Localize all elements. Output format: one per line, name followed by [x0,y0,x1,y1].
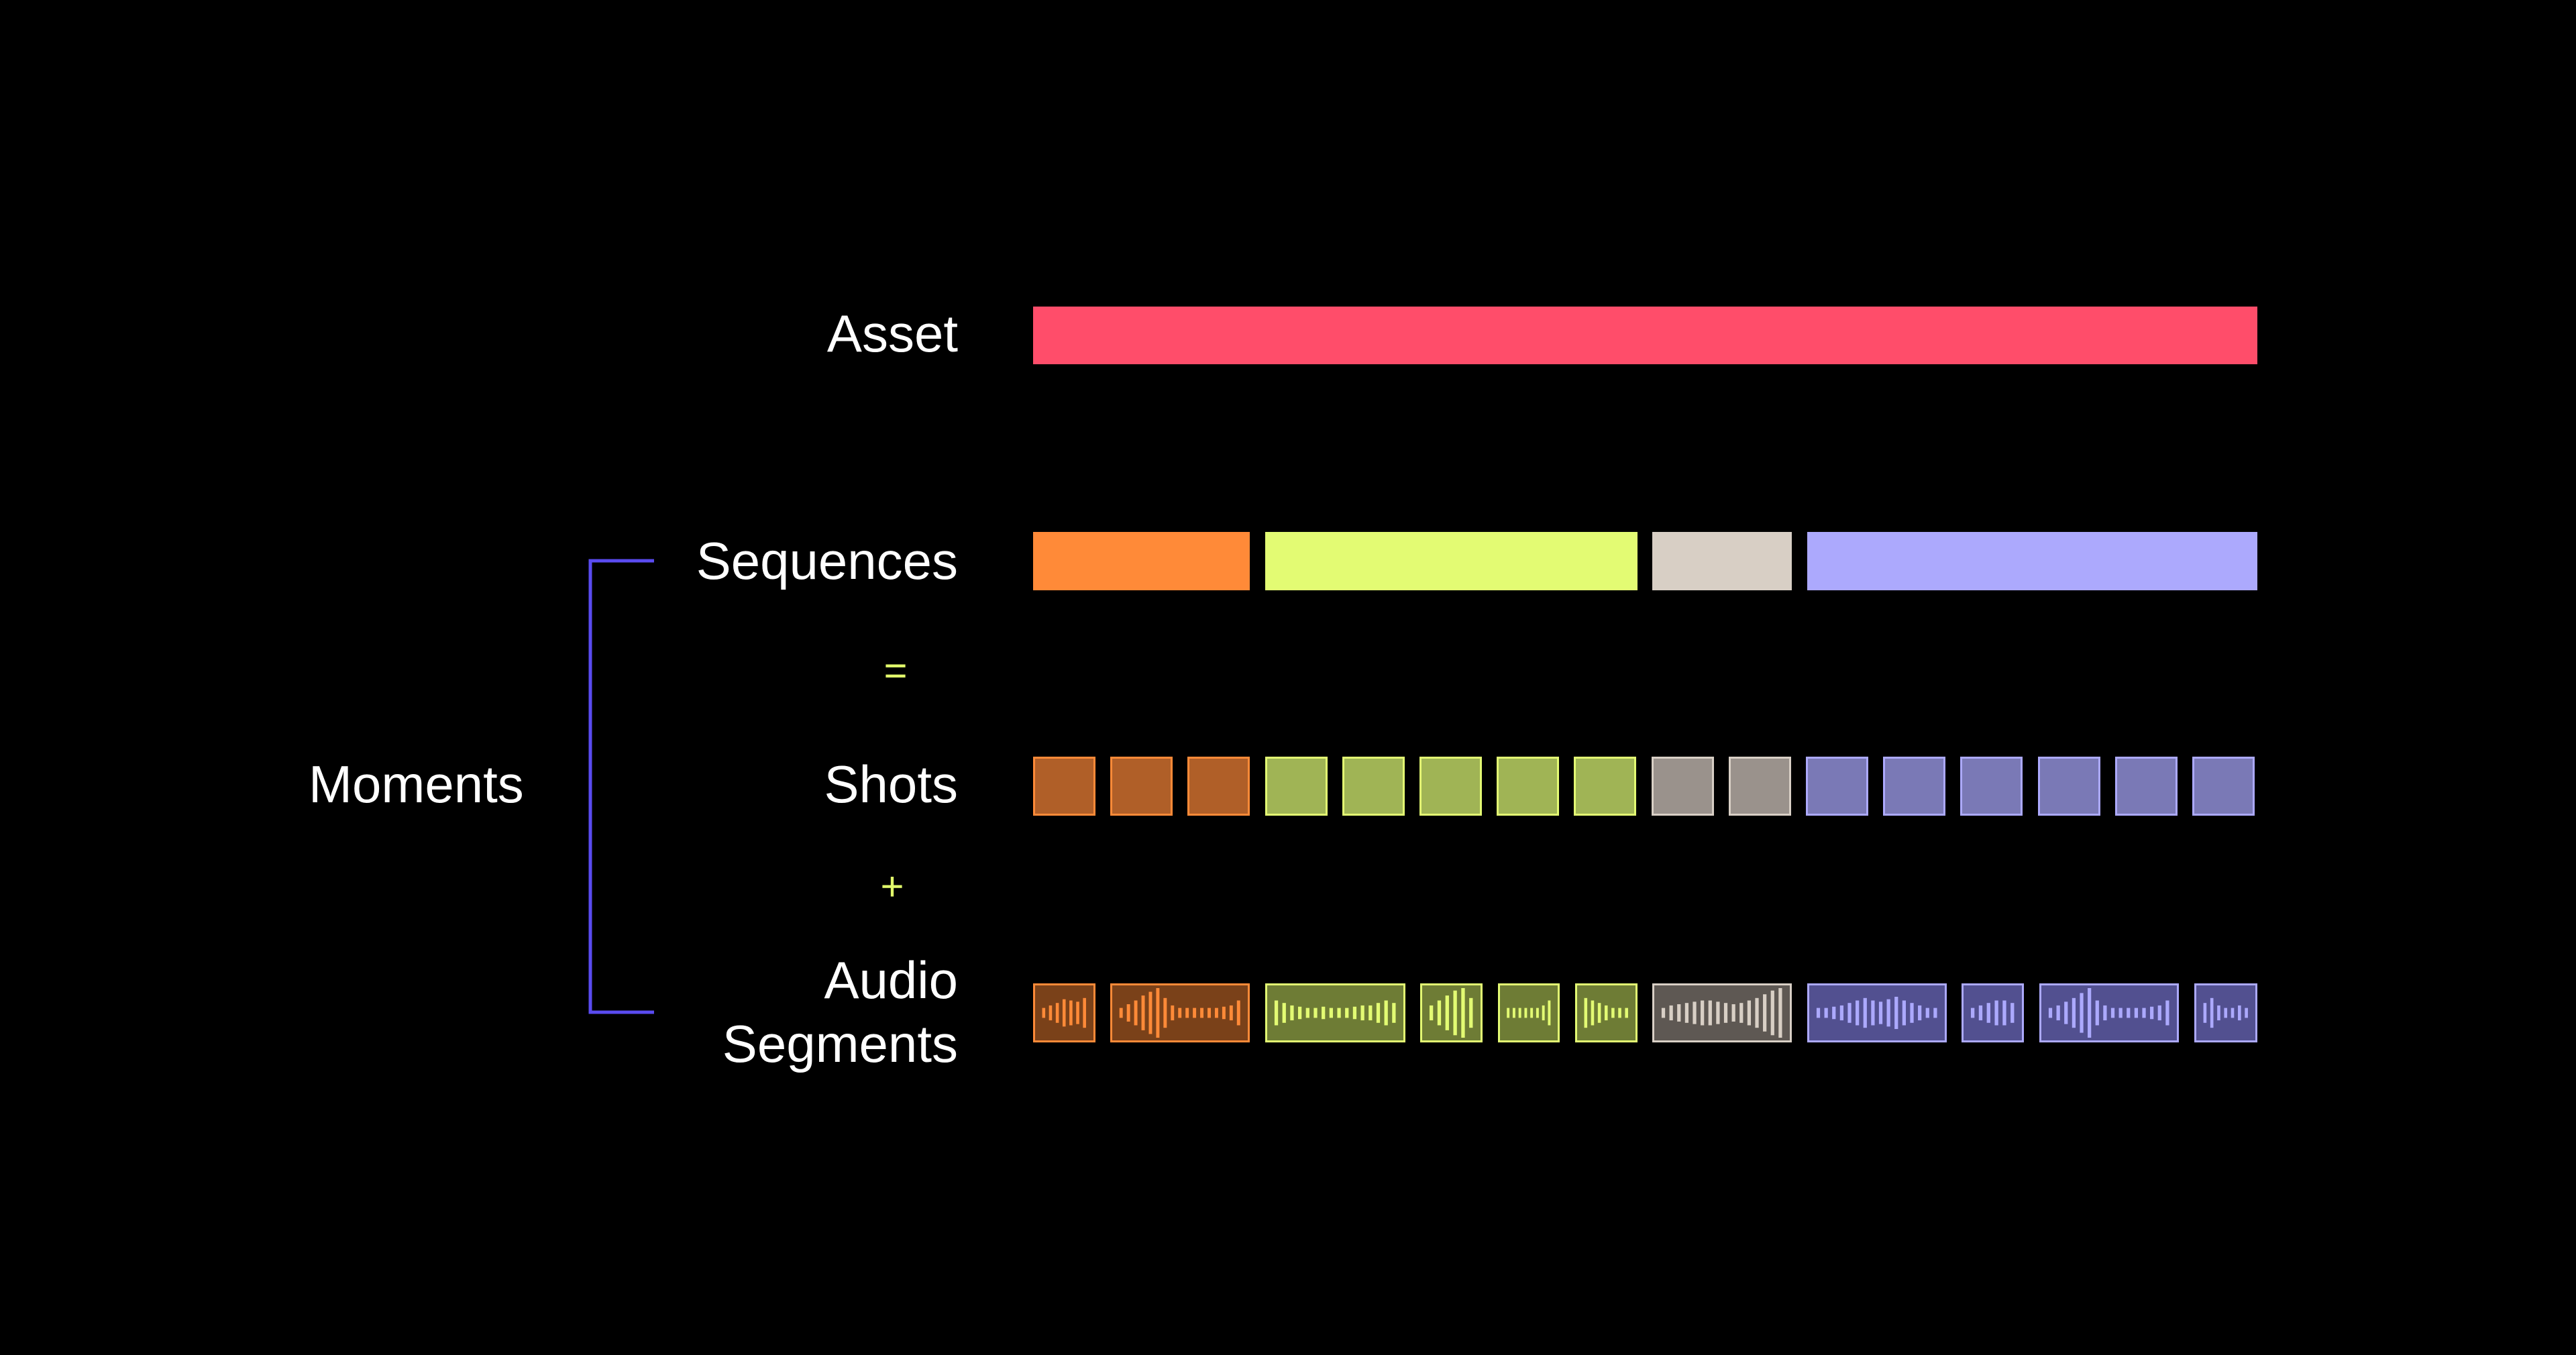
audio-segment-6 [1575,983,1638,1042]
shot-11 [1806,757,1868,816]
shot-4 [1265,757,1328,816]
waveform-icon [1816,996,1937,1030]
shots-label: Shots [824,755,958,814]
sequence-3-bar [1652,532,1792,590]
moments-label: Moments [309,755,524,814]
waveform-icon [1584,997,1628,1028]
audio-segment-7 [1652,983,1792,1042]
shot-7 [1497,757,1559,816]
shot-5 [1342,757,1405,816]
shot-12 [1883,757,1945,816]
audio-segment-11 [2194,983,2257,1042]
waveform-icon [1507,1000,1551,1026]
audio-segments-label-line1: Audio [824,951,959,1010]
sequences-label: Sequences [696,531,958,590]
audio-segment-5 [1498,983,1560,1042]
shot-1 [1033,757,1095,816]
audio-segment-1 [1033,983,1095,1042]
waveform-icon [1042,997,1086,1028]
asset-label: Asset [826,304,958,363]
waveform-icon [2203,997,2248,1028]
waveform-icon [1661,988,1782,1038]
shot-2 [1110,757,1173,816]
audio-segment-10 [2039,983,2179,1042]
waveform-icon [2048,988,2169,1038]
shot-13 [1960,757,2023,816]
audio-segment-4 [1420,983,1483,1042]
audio-segment-2 [1110,983,1250,1042]
sequence-1-bar [1033,532,1250,590]
shot-16 [2192,757,2255,816]
sequence-4-bar [1807,532,2257,590]
equals-operator: = [883,648,908,693]
shot-3 [1187,757,1250,816]
audio-segment-9 [1962,983,2024,1042]
audio-segments-label-line2: Segments [722,1014,958,1073]
shot-10 [1729,757,1791,816]
waveform-icon [1970,1000,2015,1026]
shot-14 [2038,757,2100,816]
sequence-2-bar [1265,532,1638,590]
asset-bar [1033,307,2257,364]
shot-9 [1652,757,1714,816]
waveform-icon [1429,988,1473,1038]
audio-segment-3 [1265,983,1405,1042]
plus-operator: + [880,864,904,909]
shot-15 [2115,757,2178,816]
waveform-icon [1274,1000,1396,1026]
shot-8 [1574,757,1636,816]
shot-6 [1419,757,1482,816]
waveform-icon [1119,988,1240,1038]
audio-segment-8 [1807,983,1947,1042]
